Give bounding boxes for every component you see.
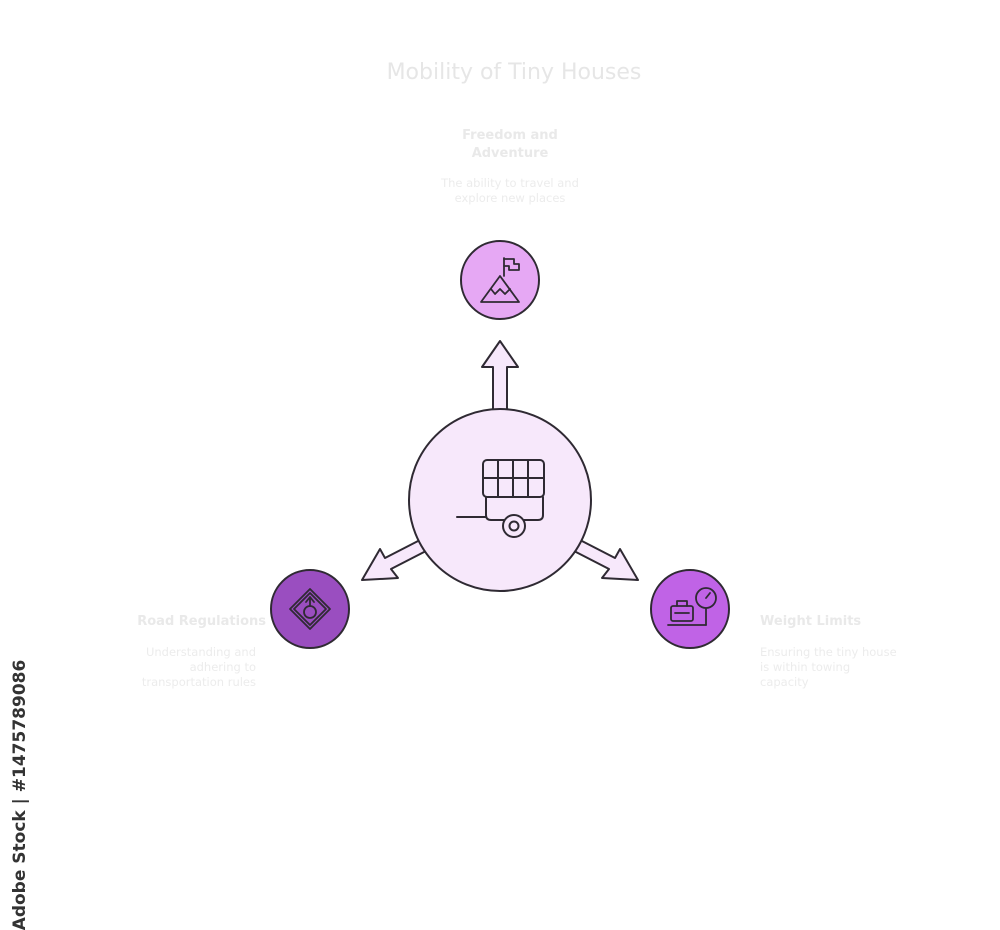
watermark: Adobe Stock | #1475789086 <box>8 660 32 930</box>
center-circle <box>408 408 592 592</box>
diagram-title: Mobility of Tiny Houses <box>386 60 642 85</box>
node-label-freedom-line-1: Freedom and <box>462 128 558 143</box>
node-desc-weight-line-1: Ensuring the tiny house <box>760 645 897 659</box>
node-label-freedom-line-2: Adventure <box>471 146 549 161</box>
node-desc-freedom-line-2: explore new places <box>454 191 566 205</box>
node-desc-freedom-line-1: The ability to travel and <box>441 176 579 190</box>
road-sign-icon <box>289 588 331 630</box>
node-label-freedom: Freedom and Adventure <box>430 127 590 163</box>
node-label-road: Road Regulations <box>100 614 266 629</box>
node-circle-weight <box>650 569 730 649</box>
node-circle-road <box>270 569 350 649</box>
trailer-icon <box>456 459 545 538</box>
node-desc-road-line-2: adhering to <box>189 660 256 674</box>
node-desc-weight: Ensuring the tiny house is within towing… <box>760 645 960 690</box>
node-desc-road-line-3: transportation rules <box>141 675 256 689</box>
luggage-scale-icon <box>667 587 717 626</box>
node-label-weight: Weight Limits <box>760 614 960 629</box>
node-label-road-line-1: Road Regulations <box>137 614 266 629</box>
mountain-flag-icon <box>480 257 520 303</box>
arrow-down-right <box>573 539 639 581</box>
arrow-down-left <box>361 539 427 581</box>
node-circle-freedom <box>460 240 540 320</box>
watermark-text: Adobe Stock | #1475789086 <box>10 659 30 930</box>
node-desc-road-line-1: Understanding and <box>145 645 256 659</box>
arrow-up <box>481 340 519 413</box>
node-desc-weight-line-2: is within towing <box>760 660 851 674</box>
node-desc-road: Understanding and adhering to transporta… <box>100 645 256 690</box>
node-desc-freedom: The ability to travel and explore new pl… <box>420 176 600 206</box>
node-desc-weight-line-3: capacity <box>760 675 809 689</box>
node-label-weight-line-1: Weight Limits <box>760 614 862 629</box>
